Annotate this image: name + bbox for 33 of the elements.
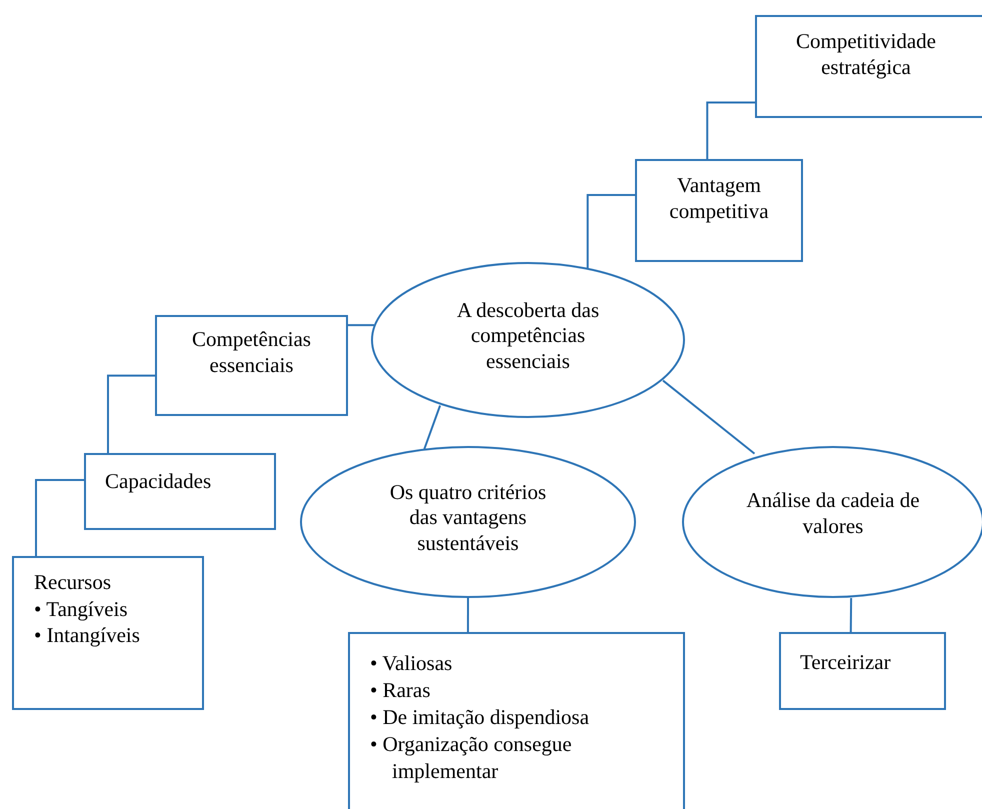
node-label: Análise da cadeia de valores bbox=[745, 488, 921, 540]
connector-line bbox=[107, 374, 155, 453]
connector-line bbox=[35, 478, 84, 556]
node-label: Capacidades bbox=[105, 469, 212, 495]
list-item: • Raras bbox=[370, 676, 432, 704]
connector-line bbox=[662, 380, 756, 454]
list-item: • De imitação dispendiosa bbox=[370, 704, 590, 731]
list-item: • Valiosas bbox=[370, 650, 454, 677]
list-item: • Tangíveis bbox=[34, 596, 129, 622]
list-box bbox=[348, 632, 685, 809]
text-box bbox=[755, 15, 982, 118]
list-box bbox=[12, 556, 204, 710]
ellipse-node bbox=[300, 446, 636, 598]
node-label: Competências essenciais bbox=[191, 327, 312, 378]
connector-line bbox=[348, 324, 374, 326]
node-label: Vantagem competitiva bbox=[668, 173, 770, 224]
text-box bbox=[155, 315, 348, 416]
node-label: Terceirizar bbox=[800, 650, 892, 676]
node-label: Competitividade estratégica bbox=[795, 29, 937, 80]
node-label: A descoberta das competências essenciais bbox=[456, 298, 600, 374]
connector-line bbox=[586, 194, 635, 268]
text-box bbox=[84, 453, 276, 530]
text-box bbox=[635, 159, 803, 262]
list-item: • Organização consegue implementar bbox=[370, 730, 573, 784]
text-box bbox=[779, 632, 946, 710]
ellipse-node bbox=[371, 262, 685, 418]
list-item: • Intangíveis bbox=[34, 622, 141, 650]
connector-line bbox=[466, 598, 469, 632]
connector-line bbox=[706, 102, 755, 159]
node-label: Os quatro critérios das vantagens sustentáveis bbox=[388, 480, 548, 556]
connector-line bbox=[850, 598, 852, 632]
connector-line bbox=[423, 405, 442, 450]
list-heading: Recursos bbox=[34, 570, 112, 596]
